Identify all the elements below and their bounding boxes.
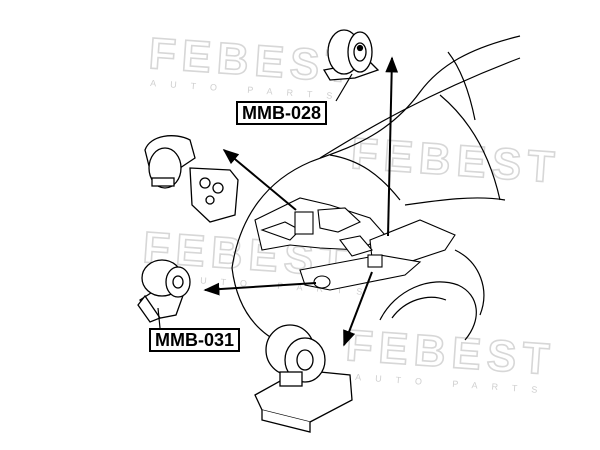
mount-part-bottom [254, 324, 353, 433]
arrow-to-left-upper-mount [222, 148, 297, 211]
part-number-label-top: MMB-028 [236, 101, 328, 125]
watermark-right-mid: FEBEST [349, 129, 561, 193]
part-number-label-bottom: MMB-031 [149, 328, 241, 352]
engine-bay-assembly [254, 197, 456, 291]
mount-part-top [322, 29, 380, 81]
mount-part-left-lower [137, 259, 191, 323]
arrow-to-bottom-mount [343, 271, 373, 347]
car-body-outline [231, 35, 521, 346]
arrow-to-left-lower-mount [203, 282, 317, 296]
mount-part-left-upper [144, 135, 239, 223]
arrow-to-top-mount [385, 56, 399, 237]
label-leaders [157, 73, 353, 329]
leader-arrows [203, 56, 399, 347]
